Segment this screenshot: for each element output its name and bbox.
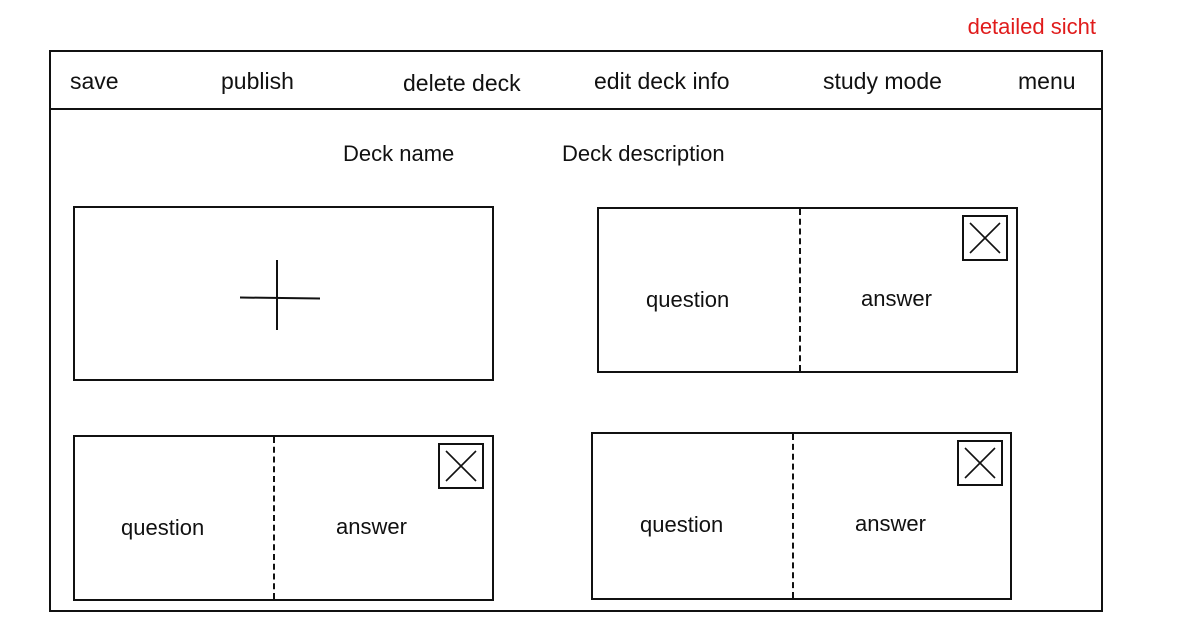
save-button[interactable]: save bbox=[70, 68, 119, 94]
flashcard[interactable]: question answer bbox=[73, 435, 494, 601]
publish-button[interactable]: publish bbox=[221, 68, 294, 94]
close-icon bbox=[969, 222, 1001, 254]
card-answer: answer bbox=[861, 286, 932, 311]
toolbar: save publish delete deck edit deck info … bbox=[51, 52, 1101, 110]
study-mode-button[interactable]: study mode bbox=[823, 68, 942, 94]
remove-card-button[interactable] bbox=[438, 443, 484, 489]
card-divider bbox=[799, 209, 801, 371]
card-question: question bbox=[121, 515, 205, 540]
close-icon bbox=[445, 450, 477, 482]
edit-deck-info-button[interactable]: edit deck info bbox=[594, 68, 730, 94]
remove-card-button[interactable] bbox=[957, 440, 1003, 486]
deck-name: Deck name bbox=[343, 141, 455, 166]
flashcard[interactable]: question answer bbox=[597, 207, 1018, 373]
add-card-button[interactable] bbox=[73, 206, 494, 381]
card-answer: answer bbox=[855, 511, 926, 536]
remove-card-button[interactable] bbox=[962, 215, 1008, 261]
close-icon bbox=[964, 447, 996, 479]
delete-deck-button[interactable]: delete deck bbox=[403, 70, 521, 96]
card-divider bbox=[273, 437, 275, 599]
card-question: question bbox=[640, 512, 724, 537]
flashcard[interactable]: question answer bbox=[591, 432, 1012, 600]
card-divider bbox=[792, 434, 794, 598]
deck-description: Deck description bbox=[562, 141, 725, 166]
card-answer: answer bbox=[336, 514, 407, 539]
app-window: save publish delete deck edit deck info … bbox=[49, 50, 1103, 612]
menu-button[interactable]: menu bbox=[1018, 68, 1076, 94]
page-title: detailed sicht bbox=[967, 14, 1096, 39]
card-question: question bbox=[646, 287, 730, 312]
